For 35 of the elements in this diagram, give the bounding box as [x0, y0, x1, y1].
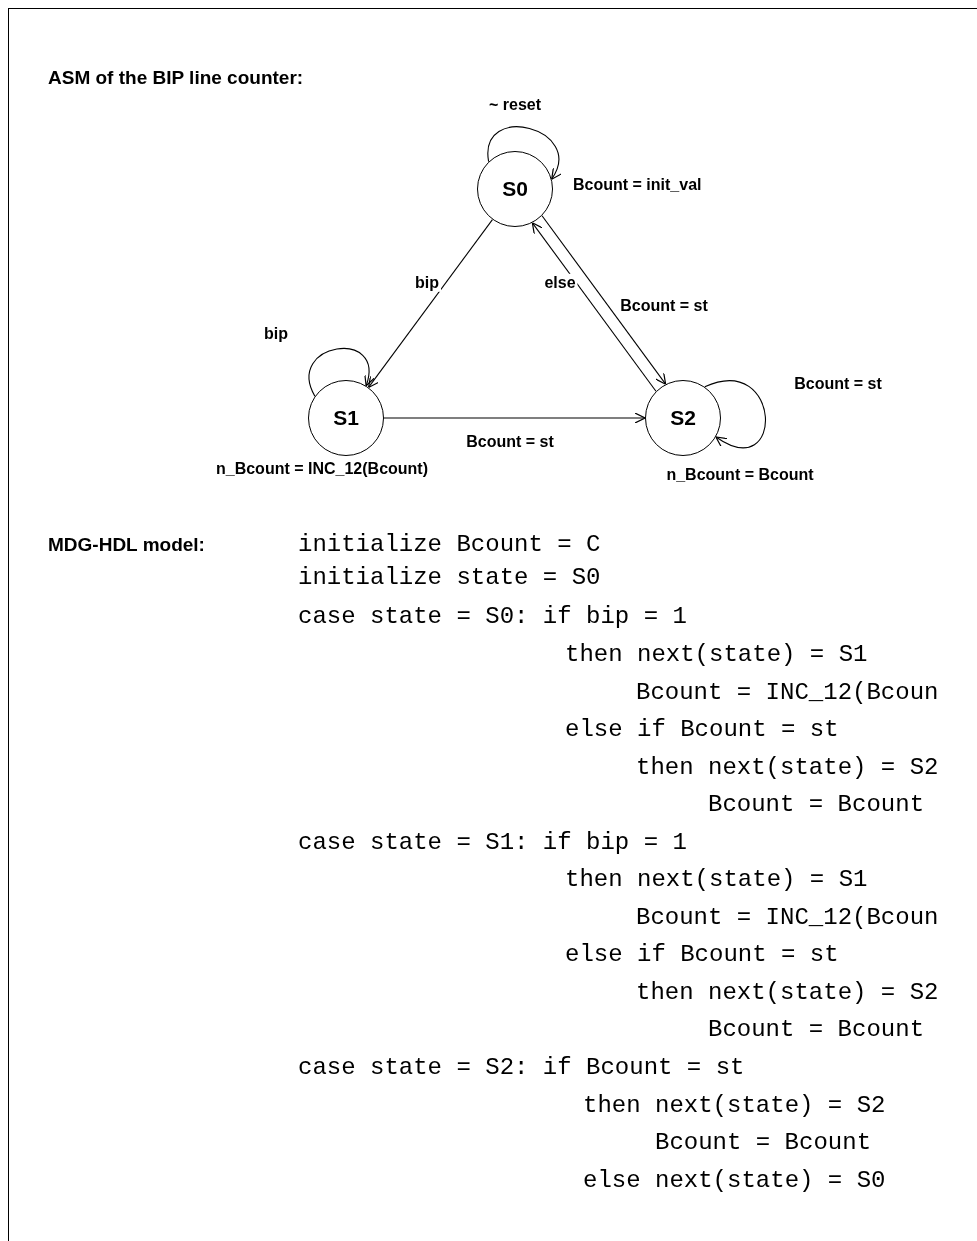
code-line: case state = S2: if Bcount = st: [298, 1054, 745, 1082]
state-output-label: Bcount = init_val: [573, 175, 702, 195]
arrow: [367, 219, 493, 388]
loop-arrow: [308, 348, 374, 397]
loop-arrow: [704, 380, 766, 449]
code-line: case state = S1: if bip = 1: [298, 829, 687, 857]
state-output-label: n_Bcount = Bcount: [666, 465, 814, 485]
section-heading: MDG-HDL model:: [48, 534, 205, 556]
code-line: then next(state) = S2: [583, 1092, 886, 1120]
code-line: then next(state) = S2: [636, 754, 939, 782]
arrow: [383, 412, 646, 424]
state-circle: S2: [645, 380, 721, 456]
state-circle: S0: [477, 151, 553, 227]
code-line: else if Bcount = st: [565, 941, 839, 969]
code-line: Bcount = Bcount: [655, 1129, 872, 1157]
loop-arrow: [487, 126, 562, 180]
code-line: then next(state) = S1: [565, 866, 868, 894]
code-line: else if Bcount = st: [565, 716, 839, 744]
edge-label: bip: [262, 324, 290, 344]
code-line: Bcount = Bcount: [708, 1016, 925, 1044]
code-line: initialize state = S0: [298, 564, 601, 592]
code-line: initialize Bcount = C: [298, 531, 601, 559]
code-line: Bcount = INC_12(Bcoun: [636, 679, 939, 707]
code-line: then next(state) = S1: [565, 641, 868, 669]
code-line: Bcount = Bcount: [708, 791, 925, 819]
code-line: then next(state) = S2: [636, 979, 939, 1007]
state-circle: S1: [308, 380, 384, 456]
arrow: [541, 215, 667, 385]
edge-label: bip: [413, 273, 441, 293]
diagram-title: ASM of the BIP line counter:: [48, 67, 304, 89]
arrow: [531, 222, 657, 392]
code-line: case state = S0: if bip = 1: [298, 603, 687, 631]
state-output-label: n_Bcount = INC_12(Bcount): [216, 459, 428, 479]
code-line: else next(state) = S0: [583, 1167, 886, 1195]
code-line: Bcount = INC_12(Bcoun: [636, 904, 939, 932]
